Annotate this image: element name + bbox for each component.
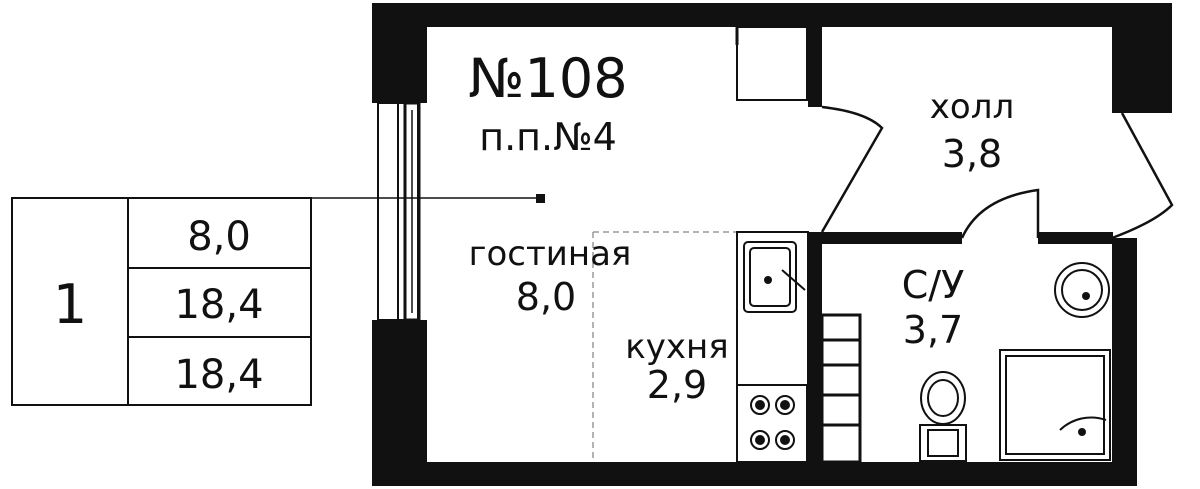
- doors: [820, 105, 1174, 240]
- living-room-area: 8,0: [516, 275, 576, 319]
- washbasin: [1054, 262, 1110, 318]
- leader-dot: [536, 194, 545, 203]
- kitchen-name: кухня: [625, 327, 728, 367]
- rooms-count: 1: [53, 273, 87, 336]
- summary-table: [11, 197, 312, 406]
- bathroom-name: С/У: [902, 263, 965, 307]
- plan-number: п.п.№4: [479, 115, 617, 159]
- window: [377, 101, 421, 322]
- kitchen-zone: [592, 231, 808, 462]
- toilet: [919, 371, 967, 462]
- kitchen-counter: [736, 231, 809, 463]
- apartment-number: №108: [468, 47, 627, 110]
- ventilation-shaft: [820, 313, 862, 464]
- living-area-value: 8,0: [187, 214, 251, 260]
- kitchen-area: 2,9: [647, 363, 707, 407]
- total-area-balcony-value: 18,4: [174, 352, 263, 398]
- outer-walls: [372, 3, 1172, 486]
- hall-area: 3,8: [942, 132, 1002, 176]
- hall-name: холл: [930, 87, 1014, 127]
- closet: [736, 26, 808, 101]
- bathroom-area: 3,7: [903, 308, 963, 352]
- stove: [736, 384, 808, 463]
- living-room-name: гостиная: [469, 234, 632, 274]
- shower: [999, 349, 1111, 461]
- summary-table-border: [11, 197, 312, 406]
- sink: [743, 241, 797, 313]
- total-area-value: 18,4: [174, 282, 263, 328]
- interior-walls: [808, 27, 1113, 462]
